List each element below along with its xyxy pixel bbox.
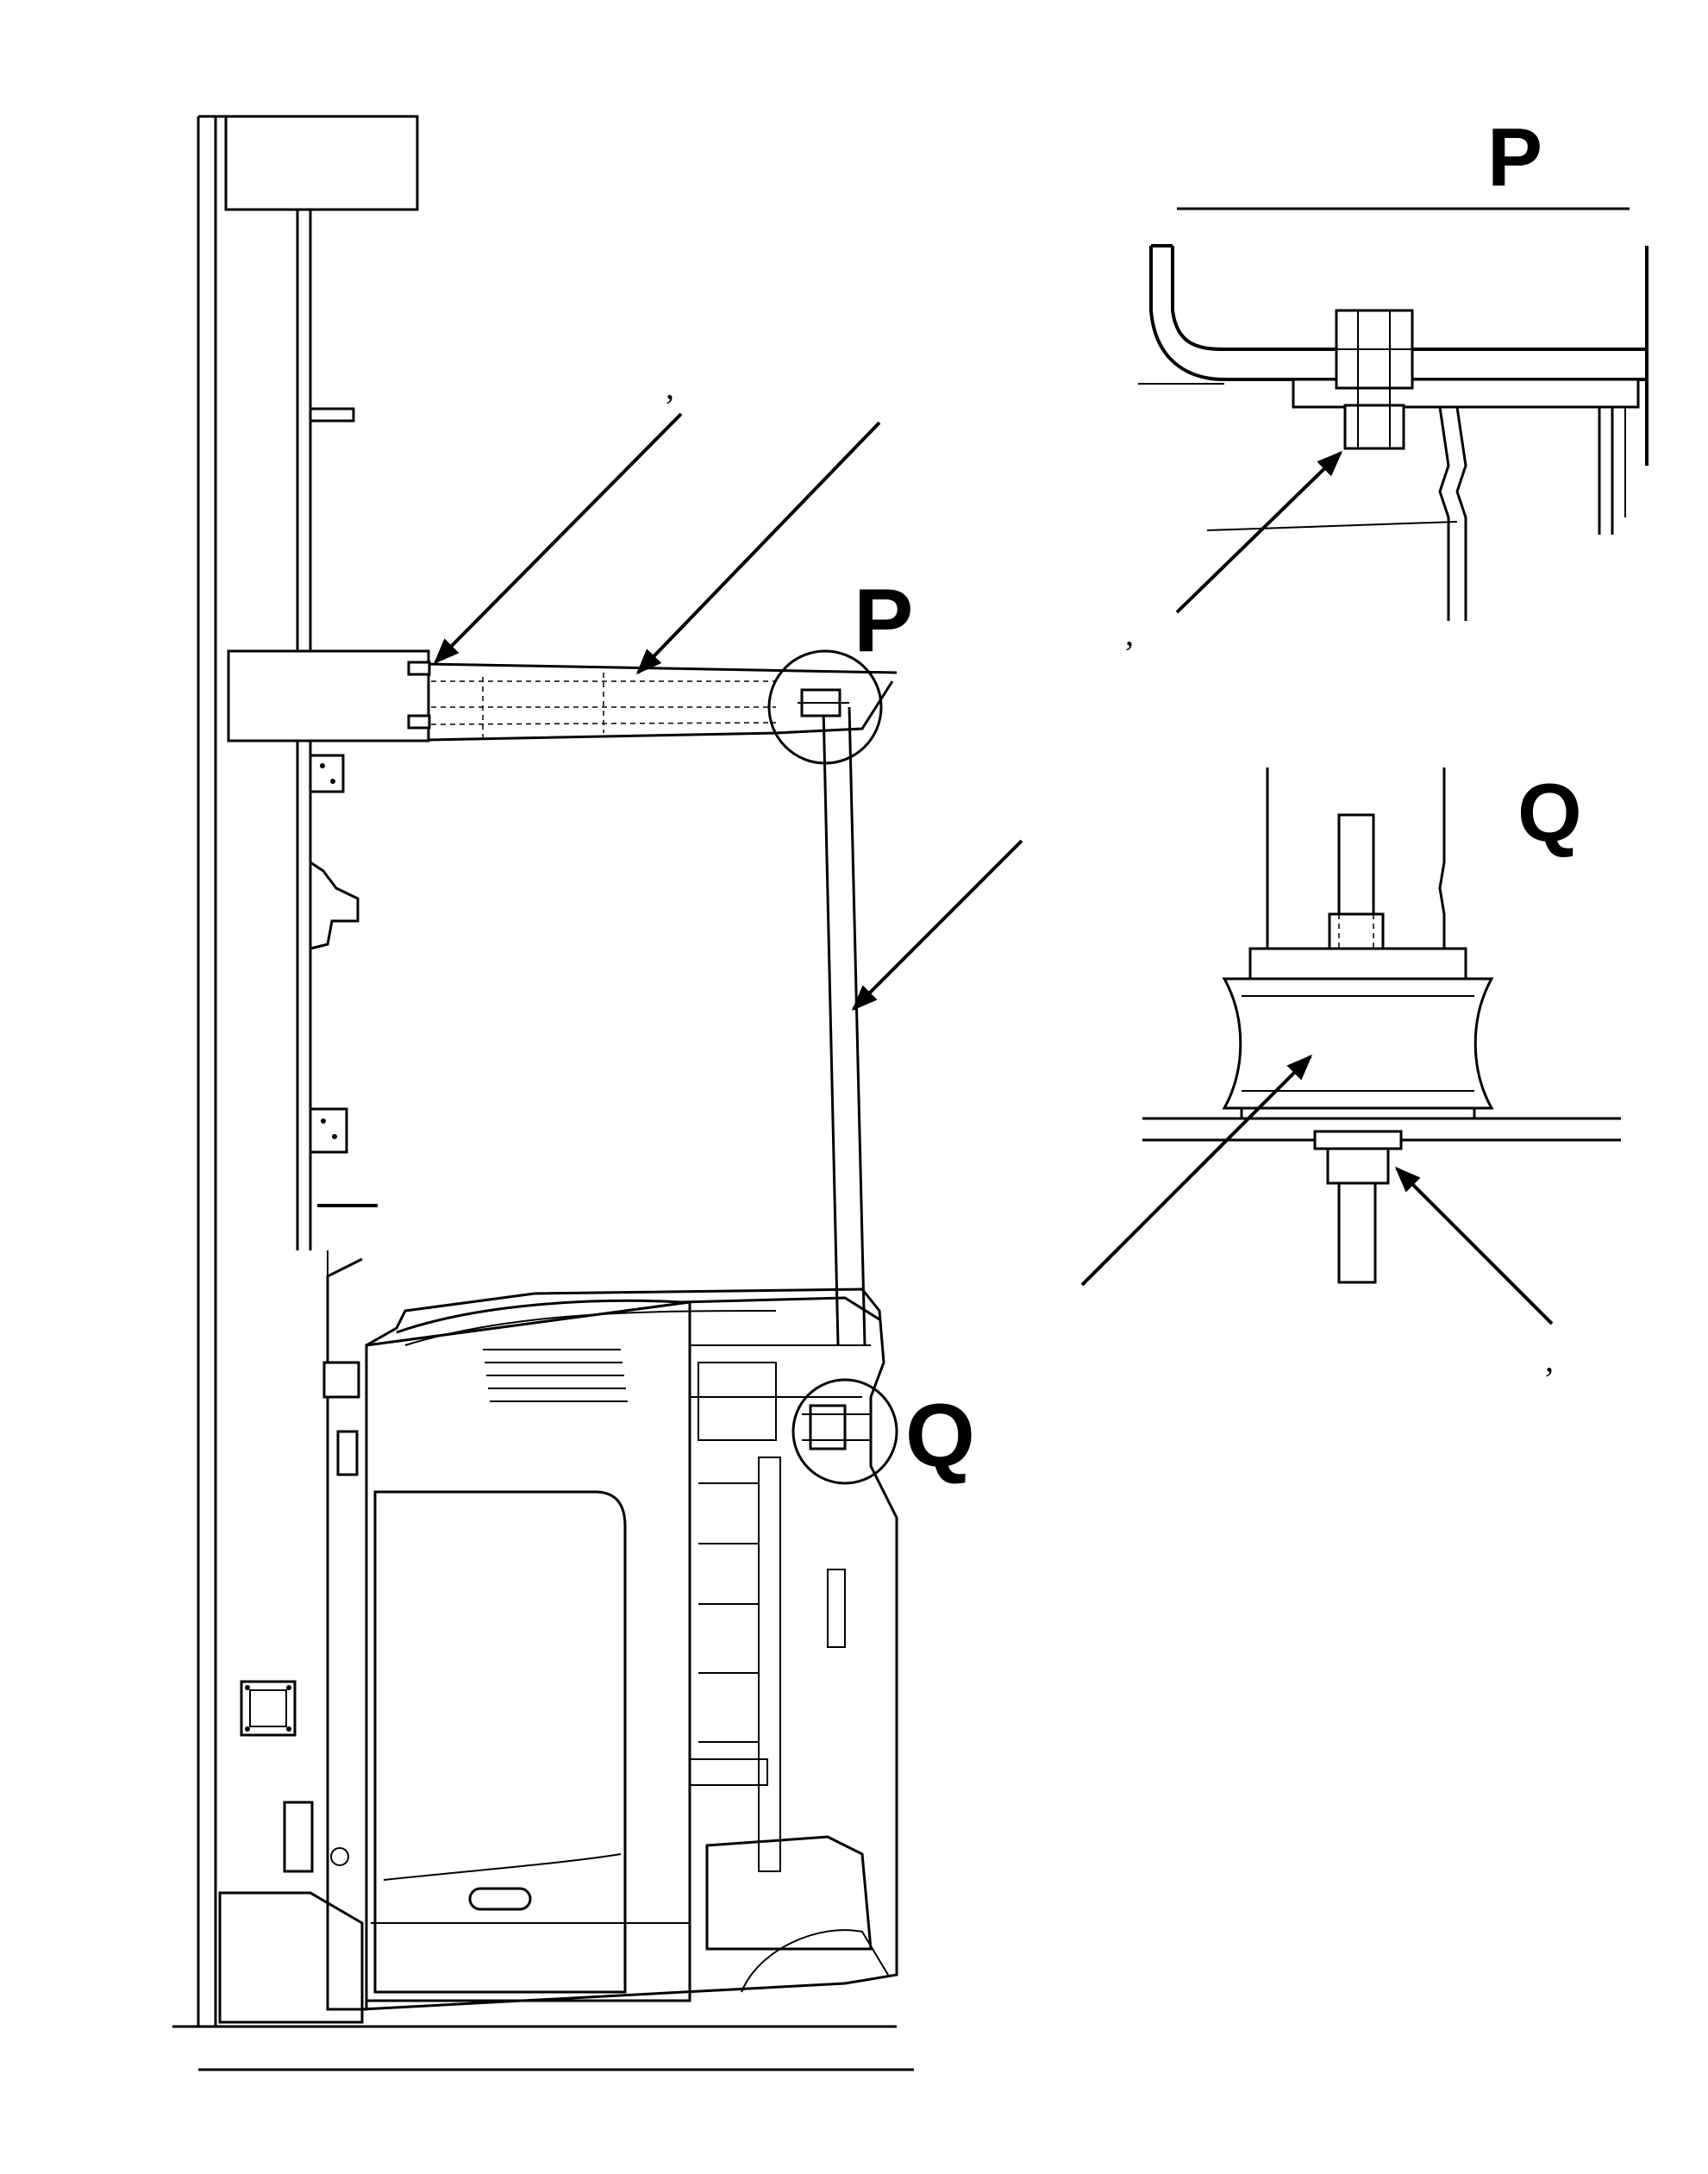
truck-body [322,1257,898,2011]
leader-beam [635,421,881,675]
mark-detail-q: , [1545,1340,1554,1379]
mast [197,115,419,2027]
detail-p: P , [1125,111,1649,653]
mark-detail-p: , [1125,614,1134,653]
callout-label-q: Q [905,1386,975,1486]
leader-nut [1394,1166,1554,1325]
callout-label-p: P [854,571,913,671]
detail-p-title: P [1487,111,1542,204]
detail-q-title: Q [1517,767,1582,859]
leader-mast-bolt [433,412,683,665]
main-view: , P Q [172,115,1023,2071]
callout-circle-q [791,1378,898,1485]
leader-post [851,839,1023,1012]
mark-mast-bolt: , [666,367,674,406]
leader-rubber-mount [1080,1054,1313,1287]
overhead-beam [227,649,898,742]
vent-slots [483,1349,628,1402]
callout-circle-p [767,649,883,765]
detail-q: Q , [1080,767,1621,1379]
support-post [798,688,867,1346]
leader-detail-p [1175,450,1343,614]
